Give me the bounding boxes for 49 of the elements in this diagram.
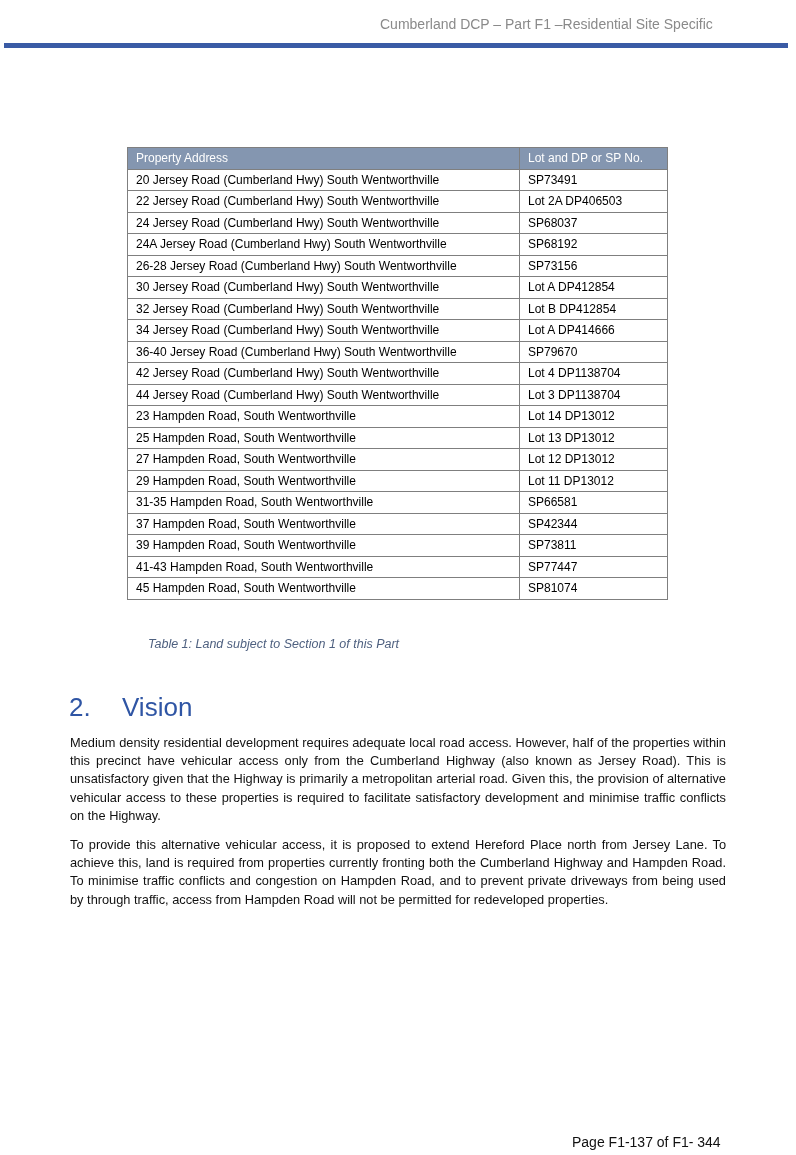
section-heading: Vision (122, 692, 193, 723)
body-paragraph: To provide this alternative vehicular access, it is proposed to extend Hereford Place north from Jersey Lane. To achieve this, land is required from properties currently fronting both the Cumberland Highway and Hampden Road. To minimise traffic conflicts and congestion on Hampden Road, and to prevent private driveways from being used by through traffic, access from Hampden Road will not be permitted for redeveloped properties. (70, 836, 726, 909)
table-cell: 44 Jersey Road (Cumberland Hwy) South Wentworthville (127, 384, 520, 406)
table-cell: 26-28 Jersey Road (Cumberland Hwy) South Wentworthville (127, 255, 520, 277)
section-number: 2. (69, 692, 91, 723)
table-cell: Lot A DP412854 (519, 276, 668, 298)
table-cell: SP68192 (519, 233, 668, 255)
table-cell: 24 Jersey Road (Cumberland Hwy) South Wentworthville (127, 212, 520, 234)
table-cell: 32 Jersey Road (Cumberland Hwy) South Wentworthville (127, 298, 520, 320)
table-cell: 30 Jersey Road (Cumberland Hwy) South Wentworthville (127, 276, 520, 298)
table-cell: 24A Jersey Road (Cumberland Hwy) South Wentworthville (127, 233, 520, 255)
running-header: Cumberland DCP – Part F1 –Residential Site Specific (380, 16, 713, 32)
table-cell: 42 Jersey Road (Cumberland Hwy) South Wentworthville (127, 362, 520, 384)
table-cell: 23 Hampden Road, South Wentworthville (127, 405, 520, 427)
table-cell: Lot A DP414666 (519, 319, 668, 341)
table-cell: SP66581 (519, 491, 668, 513)
table-cell: 36-40 Jersey Road (Cumberland Hwy) South Wentworthville (127, 341, 520, 363)
table-cell: 29 Hampden Road, South Wentworthville (127, 470, 520, 492)
table-cell: 37 Hampden Road, South Wentworthville (127, 513, 520, 535)
table-cell: SP73156 (519, 255, 668, 277)
table-cell: SP68037 (519, 212, 668, 234)
table-cell: Lot B DP412854 (519, 298, 668, 320)
table-cell: Lot 14 DP13012 (519, 405, 668, 427)
header-cell: Property Address (127, 147, 520, 169)
table-cell: SP73811 (519, 534, 668, 556)
table-cell: SP42344 (519, 513, 668, 535)
table-cell: SP79670 (519, 341, 668, 363)
table-cell: 20 Jersey Road (Cumberland Hwy) South Wentworthville (127, 169, 520, 191)
table-cell: Lot 2A DP406503 (519, 190, 668, 212)
table-cell: Lot 12 DP13012 (519, 448, 668, 470)
table-cell: 34 Jersey Road (Cumberland Hwy) South Wentworthville (127, 319, 520, 341)
table-cell: SP73491 (519, 169, 668, 191)
table-cell: 41-43 Hampden Road, South Wentworthville (127, 556, 520, 578)
table-cell: Lot 4 DP1138704 (519, 362, 668, 384)
page-number: Page F1-137 of F1- 344 (572, 1134, 721, 1150)
table-cell: Lot 11 DP13012 (519, 470, 668, 492)
table-cell: 31-35 Hampden Road, South Wentworthville (127, 491, 520, 513)
table-cell: 39 Hampden Road, South Wentworthville (127, 534, 520, 556)
table-cell: SP77447 (519, 556, 668, 578)
body-paragraph: Medium density residential development requires adequate local road access. However, half of the properties within this precinct have vehicular access only from the Cumberland Highway (also known as Jersey Road). This is unsatisfactory given that the Highway is primarily a metropolitan arterial road. Given this, the provision of alternative vehicular access to these properties is required to facilitate satisfactory development and minimise traffic conflicts on the Highway. (70, 734, 726, 825)
table-cell: SP81074 (519, 577, 668, 599)
table-cell: 25 Hampden Road, South Wentworthville (127, 427, 520, 449)
table-cell: 45 Hampden Road, South Wentworthville (127, 577, 520, 599)
table-cell: 27 Hampden Road, South Wentworthville (127, 448, 520, 470)
table-caption: Table 1: Land subject to Section 1 of this Part (148, 637, 400, 651)
header-cell: Lot and DP or SP No. (519, 147, 668, 169)
table-cell: Lot 13 DP13012 (519, 427, 668, 449)
table-cell: 22 Jersey Road (Cumberland Hwy) South Wentworthville (127, 190, 520, 212)
table-cell: Lot 3 DP1138704 (519, 384, 668, 406)
